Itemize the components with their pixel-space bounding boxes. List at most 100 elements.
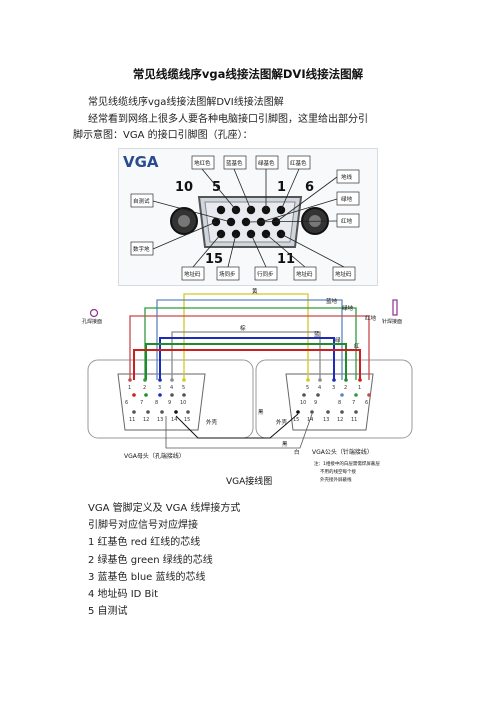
label-bottom-3: 行同步 [257,270,274,278]
female-pin-label: 12 [143,417,149,423]
label-box [130,193,154,208]
wire-brown [171,331,321,380]
pin [226,217,236,227]
wire-label-blue: 蓝 [314,330,320,338]
label-box [191,155,215,170]
male-shell-label: 外壳 [276,418,288,426]
definitions-subheading: 引脚号对应信号对应焊接 [88,520,198,532]
male-pin-row-2: 10 9 8 7 6 [300,393,371,406]
male-pin-label: 8 [338,400,341,406]
definition-item: 2 绿基色 green 绿线的芯线 [88,554,213,566]
female-pin-label: 1 [128,385,131,391]
male-pin-label: 6 [365,400,368,406]
female-pin-label: 6 [125,400,128,406]
label-box [336,213,360,228]
wire-label-blue-ground: 蓝地 [326,297,338,305]
definition-item: 4 地址码 ID Bit [88,589,159,601]
label-box [336,191,360,206]
definition-item: 1 红基色 red 红线的芯线 [88,537,201,549]
label-top-2: 蓝基色 [226,159,243,167]
wire-label-brown: 棕 [240,324,246,332]
figure-caption: VGA接线图 [226,475,272,487]
label-top-1: 地红色 [194,159,211,167]
vga-wiring-diagram: 孔焊接面 针焊接面 黄 蓝地 绿地 红地 棕 蓝 绿 红 黑 白 [80,287,416,494]
label-box [181,266,205,281]
female-pin-label: 14 [171,417,177,423]
male-pin-label: 7 [352,400,355,406]
male-pin-label: 13 [323,417,329,423]
female-pin-label: 3 [158,385,161,391]
label-box [287,155,311,170]
label-box [255,155,279,170]
vga-badge: VGA [123,153,159,171]
wire-white [165,413,313,449]
label-bottom-5: 地址码 [335,270,352,278]
intro-line-3: 脚示意图：VGA 的接口引脚图（孔座）： [73,130,253,141]
female-trapezoid [117,373,206,431]
female-caption: VGA母头（孔端接线） [124,452,185,460]
female-pin-label: 15 [184,417,190,423]
pin-definitions: VGA 管脚定义及 VGA 线焊接方式 引脚号对应信号对应焊接 1 红基色 re… [88,500,240,620]
pin [216,205,226,215]
left-screw-center [178,215,190,227]
wire-label-red-ground: 红地 [365,314,377,322]
label-left-2: 数字地 [133,245,150,253]
pin-number-11: 11 [277,252,295,267]
pin-number-6: 6 [305,180,314,195]
wire-blue-ground [156,299,343,380]
male-pin-label: 10 [300,400,306,406]
male-caption: VGA公头（针端接线） [312,448,373,456]
female-solder-side-label: 孔焊接面 [82,318,102,325]
female-pin-label: 7 [140,400,143,406]
page-title: 常见线缆线序vga线接法图解DVI线接法图解 [132,67,364,81]
label-bottom-2: 场同步 [219,270,236,278]
intro-line-2: 经常看到网络上很多人要各种电脑接口引脚图，这里给出部分引 [88,114,368,125]
label-left-1: 自测试 [133,197,150,205]
label-top-3: 绿基色 [258,159,275,167]
leader-lines [152,168,345,268]
label-box [332,266,356,281]
wire-blue [159,337,335,380]
wire-label-green-ground: 绿地 [342,304,354,312]
wire-label-shell-black: 黑 [258,409,264,416]
label-box [223,155,247,170]
note-line-1: 注：1相接中的白层需需焊屏蔽层 [314,460,380,467]
male-pin-label: 11 [351,417,357,423]
male-pin-label: 9 [314,400,317,406]
label-box [336,169,360,184]
male-pin-label: 2 [344,385,347,391]
wire-label-yellow: 黄 [252,288,258,295]
note-line-3: 外壳接外屏蔽线 [320,476,352,483]
female-pin-row-2: 6 7 8 9 10 [125,393,186,406]
female-pin-label: 2 [143,385,146,391]
definition-item: 5 自测试 [88,606,128,618]
female-pin-label: 10 [180,400,186,406]
male-trapezoid [285,373,374,431]
wire-label-green: 绿 [335,336,341,344]
female-solder-side-icon [89,308,99,318]
male-pin-label: 12 [337,417,343,423]
definitions-heading: VGA 管脚定义及 VGA 线焊接方式 [88,503,241,514]
pin [211,217,221,227]
pin-number-1: 1 [277,180,286,195]
female-pin-label: 4 [170,385,173,391]
female-connector-outline [87,359,254,439]
male-solder-side-icon [392,299,398,316]
vga-pinout-figure: VGA 10 [118,148,378,286]
male-pin-row-3: 15 14 13 12 11 [293,410,358,423]
note-line-2: 不用的线空每个接 [320,468,356,475]
female-pin-row-3: 11 12 13 14 15 [129,410,190,423]
intro-line-1: 常见线缆线序vga线接法图解DVI线接法图解 [88,97,284,108]
male-pin-label: 3 [332,385,335,391]
wire-black [175,413,299,439]
female-pin-label: 13 [157,417,163,423]
wires [129,293,370,449]
wire-red-ground [129,315,370,380]
label-bottom-4: 地址码 [296,270,313,278]
male-pin-label: 14 [307,417,313,423]
male-pin-label: 4 [318,385,321,391]
pin-number-10: 10 [175,180,193,195]
female-shell-label: 外壳 [206,418,218,426]
male-solder-side-label: 针焊接面 [382,318,402,325]
label-right-3: 红地 [341,217,353,225]
